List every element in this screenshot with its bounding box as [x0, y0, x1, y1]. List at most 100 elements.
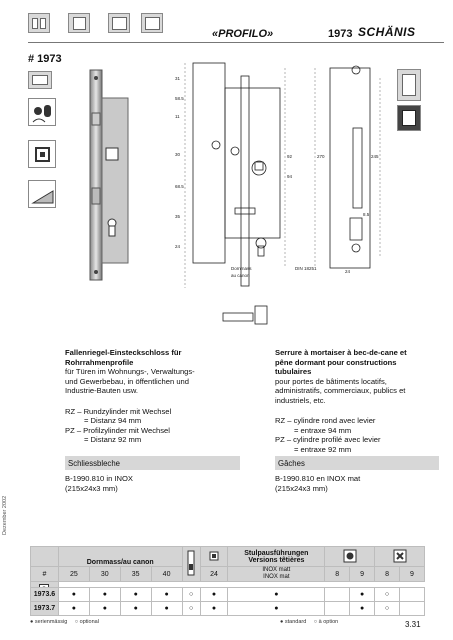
header-divider	[28, 42, 444, 43]
col-header: 8	[324, 566, 351, 582]
table-cell: ●	[150, 601, 183, 616]
text-de: Fallenriegel-Einsteckschloss für Rohrrah…	[65, 348, 240, 445]
lock-type-icon	[28, 13, 50, 33]
de-strike-items: B-1990.810 in INOX (215x24x3 mm)	[65, 474, 133, 493]
de-title-line2: Rohrrahmenprofile	[65, 357, 134, 367]
de-pz-line: PZ – Profilzylinder mit Wechsel	[65, 425, 170, 435]
table-cell: ●	[88, 601, 121, 616]
door-icon-dark	[397, 105, 421, 131]
legend-option: à option	[318, 619, 339, 625]
col-header: 24	[199, 566, 229, 582]
table-cell: ●	[150, 587, 183, 602]
de-rz-line: RZ – Rundzylinder mit Wechsel	[65, 406, 172, 416]
legend-optional: optional	[79, 619, 99, 625]
table-cell: ○	[181, 587, 201, 602]
de-strike-item: B-1990.810 in INOX	[65, 474, 133, 483]
inox-matt-label: INOX matt	[262, 567, 291, 573]
dim-label: 68.5	[175, 184, 184, 189]
product-number: # 1973	[28, 53, 62, 65]
stulp-header-line2: Versions têtières	[248, 556, 305, 564]
table-row: 1973.6 ● ● ● ● ○ ● ● ● ○	[30, 587, 426, 602]
stulp-header-line1: Stulpausführungen	[244, 549, 309, 557]
dim-label: 31	[175, 76, 181, 81]
spec-table-rows: 1973.6 ● ● ● ● ○ ● ● ● ○ 1973.7 ● ● ● ● …	[30, 587, 426, 616]
de-body-line: Industrie-Bauten usw.	[65, 386, 139, 395]
legend-bullet-filled: ●	[30, 619, 34, 625]
table-cell: ●	[119, 587, 152, 602]
de-strike-item: (215x24x3 mm)	[65, 483, 118, 493]
col-header-hash: #	[30, 566, 59, 582]
de-title-line1: Fallenriegel-Einsteckschloss für	[65, 348, 182, 357]
fr-strike-item: B-1990.810 en INOX mat	[275, 474, 361, 483]
dim-label: 24	[345, 269, 351, 274]
row-code: 1973.6	[30, 587, 59, 602]
follower-icon	[199, 546, 229, 567]
latch-icon	[28, 180, 56, 208]
page-number: 3.31	[405, 620, 421, 629]
table-cell: ●	[227, 601, 326, 616]
fr-title-line3: tubulaires	[275, 367, 312, 376]
table-cell: ○	[374, 601, 400, 616]
de-rz-distance: = Distanz 94 mm	[84, 416, 142, 425]
table-row: 1973.7 ● ● ● ● ○ ● ● ● ○	[30, 601, 426, 616]
fr-title-line2: pêne dormant pour constructions	[275, 357, 397, 367]
lock-profile-icon	[181, 546, 201, 582]
au-canon-note: au canon	[231, 273, 250, 278]
dornmass-header: Dornmass/au canon	[57, 546, 183, 567]
dim-label: 24	[175, 244, 181, 249]
table-cell: ●	[119, 601, 152, 616]
table-cell: ●	[349, 601, 376, 616]
col-header: 35	[119, 566, 152, 582]
lock-type-icon	[108, 13, 130, 33]
table-cell: ●	[349, 587, 376, 602]
fr-rz-line: RZ – cylindre rond avec levier	[275, 416, 376, 425]
col-header: 25	[57, 566, 90, 582]
dim-label: 245	[371, 154, 379, 159]
din-note: DIN 18251	[295, 266, 317, 271]
inox-header: INOX matt INOX mat	[227, 566, 326, 582]
square-follower-icon	[28, 140, 56, 168]
table-cell: ●	[199, 587, 229, 602]
table-cell: ○	[181, 601, 201, 616]
table-cell: ●	[57, 587, 90, 602]
col-header: 9	[398, 566, 426, 582]
table-cell: ●	[199, 601, 229, 616]
lock-type-icon	[68, 13, 90, 33]
col-header: 40	[150, 566, 183, 582]
col-header: 8	[374, 566, 400, 582]
window-icon	[28, 71, 52, 89]
legend-standard: standard	[284, 619, 307, 625]
legend-bullet-empty: ○	[74, 619, 79, 625]
dim-label: 58.5	[175, 96, 184, 101]
stulp-header: Stulpausführungen Versions têtières	[227, 546, 326, 567]
dim-label: 35	[175, 214, 181, 219]
dim-label: 30	[175, 152, 181, 157]
col-header: 30	[88, 566, 121, 582]
de-pz-distance: = Distanz 92 mm	[84, 435, 142, 444]
table-cell: ●	[57, 601, 90, 616]
text-fr: Serrure à mortaiser à bec-de-cane et pên…	[275, 348, 450, 454]
table-cell	[398, 601, 426, 616]
page-title: «PROFILO»	[212, 28, 274, 40]
brand-logo: SCHÄNIS	[358, 25, 416, 39]
spec-table: Dornmass/au canon Stulpausführungen Vers…	[30, 546, 426, 598]
fr-strike-items: B-1990.810 en INOX mat (215x24x3 mm)	[275, 474, 360, 493]
table-cell	[324, 587, 351, 602]
dim-label: 270	[317, 154, 325, 159]
technical-drawing: 31 58.5 11 30 68.5 35 24 92 94 270 245 8…	[175, 62, 381, 325]
lock-photo	[89, 69, 129, 281]
table-cell	[324, 601, 351, 616]
row-code: 1973.7	[30, 601, 59, 616]
dim-label: 11	[175, 114, 180, 119]
table-cell: ●	[88, 587, 121, 602]
col-header: 9	[349, 566, 376, 582]
table-cell: ○	[374, 587, 400, 602]
key-icon	[28, 98, 56, 126]
fr-body-line: industriels, etc.	[275, 395, 326, 405]
fr-strike-item: (215x24x3 mm)	[275, 483, 328, 493]
dim-label: 94	[287, 174, 293, 179]
fr-body-line: pour portes de bâtiments locatifs,	[275, 376, 387, 386]
dornmass-note: Dornmass	[231, 266, 252, 271]
pz-cylinder-icon	[374, 546, 425, 567]
door-icon	[397, 69, 421, 101]
